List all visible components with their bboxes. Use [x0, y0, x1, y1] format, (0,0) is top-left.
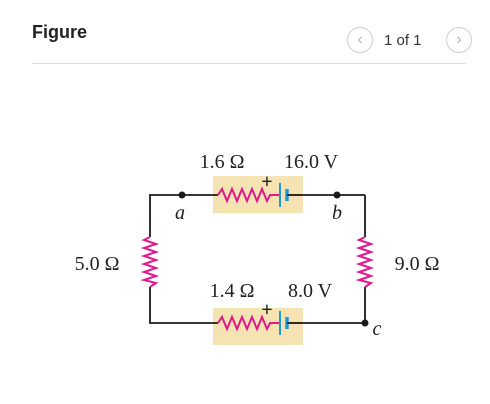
bottom-emf-label: 8.0 V	[288, 280, 333, 302]
chevron-left-icon: ‹	[357, 31, 363, 48]
header-divider	[32, 63, 466, 64]
node-b-dot	[333, 191, 341, 199]
top-emf-label: 16.0 V	[284, 151, 339, 173]
node-c-dot	[361, 319, 369, 327]
top-resistance-label: 1.6 Ω	[200, 151, 245, 173]
figure-title: Figure	[32, 22, 88, 42]
right-resistor	[355, 236, 375, 288]
circuit-wires	[149, 194, 366, 324]
node-c-label: c	[373, 318, 382, 340]
top-internal-resistor	[217, 186, 280, 204]
previous-button[interactable]: ‹	[347, 27, 373, 53]
top-battery	[279, 183, 303, 207]
chevron-right-icon: ›	[456, 31, 462, 48]
bottom-resistance-label: 1.4 Ω	[210, 280, 255, 302]
left-resistor-label: 5.0 Ω	[75, 253, 120, 275]
node-b-label: b	[332, 202, 342, 224]
bottom-internal-resistor	[217, 314, 280, 332]
page-indicator: 1 of 1	[384, 32, 422, 49]
next-button[interactable]: ›	[446, 27, 472, 53]
right-resistor-label: 9.0 Ω	[395, 253, 440, 275]
bottom-polarity-plus: +	[261, 299, 272, 321]
node-a-dot	[178, 191, 186, 199]
node-a-label: a	[175, 202, 185, 224]
top-polarity-plus: +	[261, 171, 272, 193]
left-resistor	[140, 236, 160, 288]
bottom-battery	[279, 311, 303, 335]
